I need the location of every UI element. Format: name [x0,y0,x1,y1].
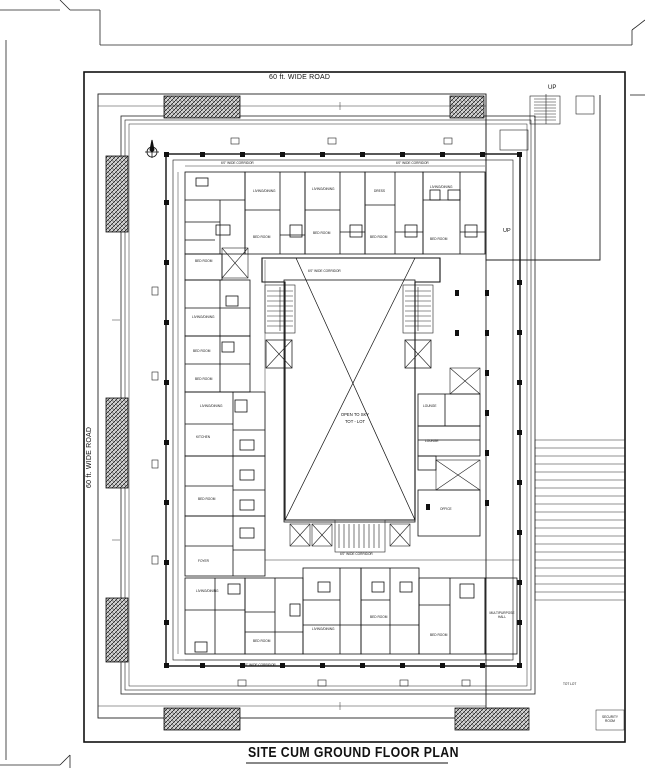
room-label: KITCHEN [196,435,210,439]
room-label: DRESS [374,189,385,193]
room-label: LIVING/DINING [253,189,276,193]
open-to-sky-label: OPEN TO SKY [340,412,370,417]
room-label: LIVING/DINING [192,315,215,319]
room-label: LIVING/DINING [312,187,335,191]
site-boundary [83,71,626,743]
landscape-hatch [105,95,530,731]
room-label: BED ROOM [430,237,448,241]
room-label: MULTIPURPOSE HALL [489,611,515,619]
north-arrow-icon [145,139,159,158]
left-flats [184,253,266,577]
core-stairs-lifts [221,247,481,553]
corridor-label: 6'0" WIDE CORRIDOR [308,269,341,273]
room-label: BED ROOM [193,349,211,353]
room-label: LIVING/DINING [196,589,219,593]
perimeter-columns [164,152,522,668]
room-label: BED ROOM [253,235,271,239]
road-label-top: 60 ft. WIDE ROAD [269,74,331,81]
courtyard [261,257,441,523]
site-markers [151,137,471,687]
room-label: LIVING/DINING [200,404,223,408]
room-label: BED ROOM [430,633,448,637]
plan-title: SITE CUM GROUND FLOOR PLAN [248,744,459,761]
tot-lot-right-label: TOT LOT [563,682,577,686]
right-rooms [417,393,481,537]
room-label: BED ROOM [198,497,216,501]
up-label-top: UP [548,85,557,91]
bottom-flats [184,567,518,655]
building-outline [165,153,521,667]
security-room-label: SECURITY ROOM [601,715,619,723]
corridor-lines [177,165,520,661]
up-label-mid: UP [503,228,511,234]
room-label: BED ROOM [370,615,388,619]
corridor-label: 6'0" WIDE CORRIDOR [243,663,276,667]
room-label: BED ROOM [195,259,213,263]
room-label: LOUNGE [425,439,439,443]
room-label: BED ROOM [195,377,213,381]
corridor-label: 6'0" WIDE CORRIDOR [340,552,373,556]
room-label: BED ROOM [313,231,331,235]
room-label: LIVING/DINING [312,627,335,631]
entry-staircase [499,94,595,151]
corridor-label: 6'0" WIDE CORRIDOR [221,161,254,165]
ramp-lines [534,439,626,731]
open-area-columns [426,290,489,510]
corridor-label: 6'0" WIDE CORRIDOR [396,161,429,165]
tot-lot-center-label: TOT - LOT [344,419,366,424]
dimension-marks [98,102,486,710]
room-label: BED ROOM [253,639,271,643]
room-label: LOUNGE [423,404,437,408]
room-label: BED ROOM [370,235,388,239]
room-label: LIVING/DINING [430,185,453,189]
room-label: FOYER [198,559,209,563]
room-label: OFFICE [440,507,452,511]
road-label-left: 60 ft. WIDE ROAD [86,426,93,488]
